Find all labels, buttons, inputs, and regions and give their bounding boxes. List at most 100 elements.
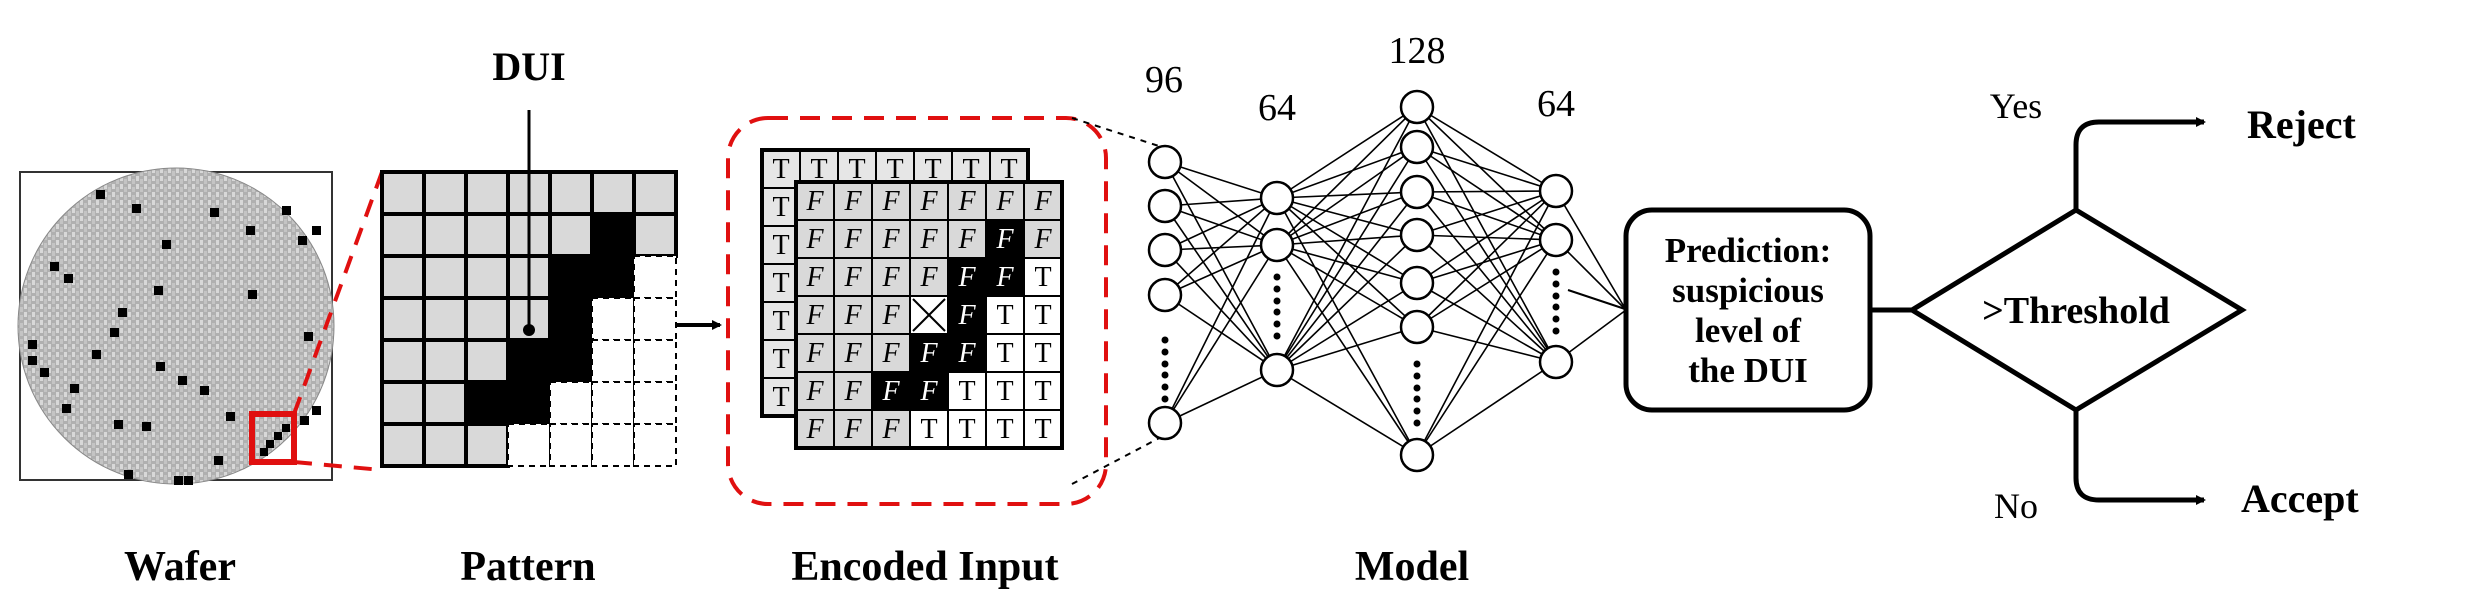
- pattern-cell: [464, 254, 510, 300]
- dui-defect-die: [266, 440, 274, 448]
- encoded-symbol: F: [843, 262, 862, 293]
- pattern-cell: [590, 170, 636, 216]
- pattern-cell: [590, 212, 636, 258]
- ellipsis-dot: [1273, 273, 1281, 281]
- defect-die: [282, 206, 291, 215]
- defect-die: [174, 476, 183, 485]
- encoded-symbol: F: [843, 224, 862, 255]
- pattern-cell-unseen: [591, 297, 635, 341]
- ellipsis-dot: [1413, 372, 1421, 380]
- ellipsis-dot: [1161, 336, 1169, 344]
- defect-die: [200, 386, 209, 395]
- encoded-back-symbol: T: [848, 154, 865, 185]
- encoded-symbol: F: [919, 376, 938, 407]
- wafer-dui-highlight: [249, 411, 297, 465]
- encoded-cell: [985, 295, 1025, 335]
- defect-die: [304, 332, 313, 341]
- encoded-cell: [947, 333, 987, 373]
- encoded-symbol: F: [881, 224, 900, 255]
- pattern-cell-unseen: [633, 297, 677, 341]
- encoded-cell: [985, 333, 1025, 373]
- pattern-cell: [380, 170, 426, 216]
- encoded-symbol: F: [957, 262, 976, 293]
- encoded-cell: [795, 371, 835, 411]
- model-zoom-upper: [1071, 117, 1166, 149]
- encoded-back-symbol: T: [772, 268, 789, 299]
- pattern-cell: [380, 212, 426, 258]
- encoded-back-cell: [761, 187, 801, 227]
- encoded-cell: [985, 371, 1025, 411]
- ellipsis-dot: [1161, 371, 1169, 379]
- pattern-cell: [380, 380, 426, 426]
- encoded-symbol: F: [919, 262, 938, 293]
- encoded-symbol: F: [957, 300, 976, 331]
- encoded-back-symbol: T: [772, 192, 789, 223]
- wafer-panel: [17, 167, 335, 485]
- encoded-symbol: F: [957, 338, 976, 369]
- defect-die: [142, 422, 151, 431]
- model-to-prediction-line: [1567, 289, 1629, 311]
- encoded-symbol: T: [958, 376, 975, 407]
- defect-die: [28, 340, 37, 349]
- caption-encoded-input: Encoded Input: [791, 544, 1058, 590]
- encoded-cell: [833, 371, 873, 411]
- encoded-symbol: T: [996, 300, 1013, 331]
- neuron: [1259, 227, 1295, 263]
- pattern-cell: [380, 296, 426, 342]
- threshold-label: >Threshold: [1982, 290, 2170, 332]
- neuron: [1259, 352, 1295, 388]
- pattern-cell: [506, 380, 552, 426]
- neuron: [1399, 129, 1435, 165]
- encoded-symbol: F: [881, 414, 900, 445]
- defect-die: [210, 208, 219, 217]
- encoded-symbol: F: [957, 224, 976, 255]
- encoded-cell: [1023, 257, 1063, 297]
- ellipsis-dot: [1413, 419, 1421, 427]
- pattern-cell: [548, 296, 594, 342]
- defect-die: [110, 328, 119, 337]
- ellipsis-dot: [1273, 332, 1281, 340]
- encoded-symbol: F: [995, 262, 1014, 293]
- encoded-symbol: T: [1034, 414, 1051, 445]
- defect-die: [62, 404, 71, 413]
- defect-die: [246, 226, 255, 235]
- defect-die: [114, 420, 123, 429]
- neuron: [1147, 144, 1183, 180]
- dui-defect-die: [260, 448, 268, 456]
- pattern-cell: [380, 254, 426, 300]
- pattern-cell-unseen: [591, 423, 635, 467]
- caption-pattern: Pattern: [460, 544, 595, 590]
- pattern-cell: [632, 212, 678, 258]
- encoded-symbol: F: [881, 300, 900, 331]
- encoded-symbol: F: [957, 186, 976, 217]
- pattern-cell: [422, 254, 468, 300]
- layer-2-size: 64: [1258, 87, 1296, 129]
- pattern-cell: [380, 422, 426, 468]
- dui-pointer: [523, 110, 535, 336]
- encoded-symbol: F: [805, 414, 824, 445]
- encoded-symbol: T: [1034, 262, 1051, 293]
- layer-1-size: 96: [1145, 59, 1183, 101]
- encoded-cell: [909, 257, 949, 297]
- encoded-symbol: F: [1033, 224, 1052, 255]
- pattern-cell: [548, 212, 594, 258]
- pattern-cell-unseen: [591, 339, 635, 383]
- encoded-symbol: T: [1034, 338, 1051, 369]
- encoded-back-cell: [761, 263, 801, 303]
- ellipsis-dot: [1413, 395, 1421, 403]
- ellipsis-dot: [1552, 303, 1560, 311]
- encoded-symbol: F: [805, 224, 824, 255]
- ellipsis-dot: [1552, 268, 1560, 276]
- encoded-cell: [1023, 181, 1063, 221]
- encoded-back-symbol: T: [810, 154, 827, 185]
- model-zoom-lower: [1071, 434, 1166, 485]
- neuron: [1259, 180, 1295, 216]
- zoom-line-lower: [293, 460, 383, 472]
- pattern-cell: [422, 212, 468, 258]
- encoded-symbol: F: [919, 338, 938, 369]
- encoded-cell: [909, 409, 949, 449]
- encoded-back-symbol: T: [772, 154, 789, 185]
- pattern-cell: [422, 338, 468, 384]
- encoded-cell: [909, 333, 949, 373]
